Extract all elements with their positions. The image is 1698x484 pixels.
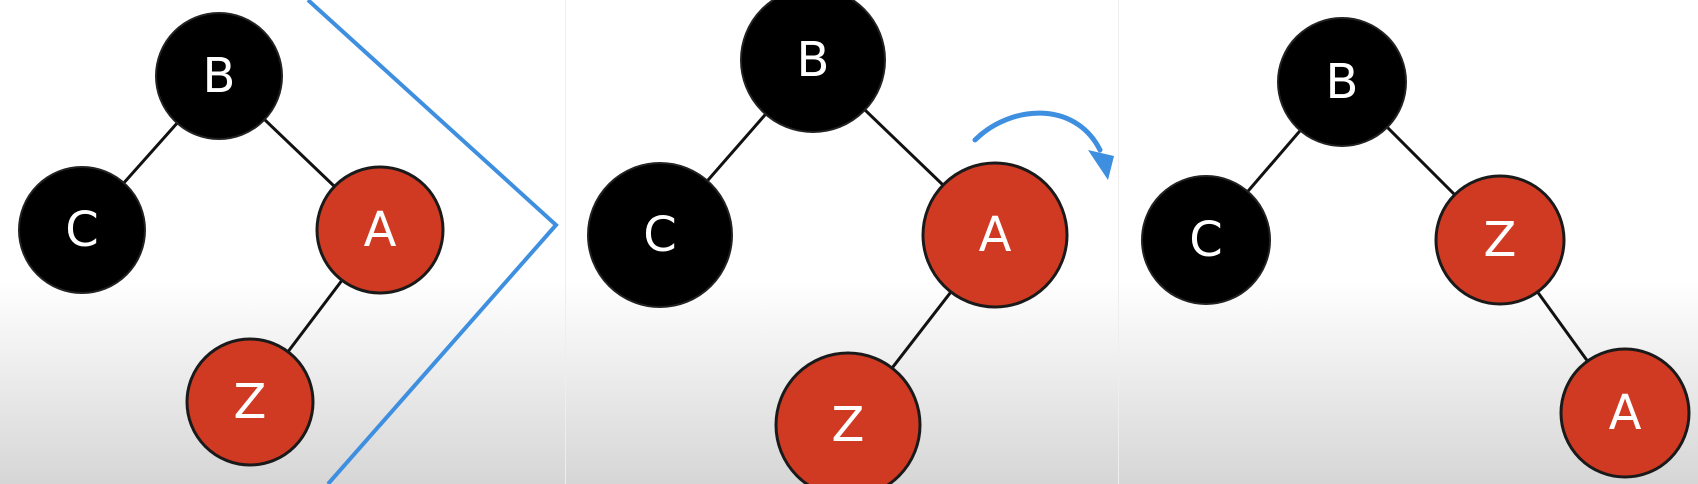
- tree-node-Z: Z: [1434, 174, 1566, 306]
- node-label: B: [203, 48, 236, 104]
- panel-3-tree: B C Z A: [1141, 17, 1691, 479]
- panel-divider: [1118, 0, 1119, 484]
- node-label: Z: [1484, 212, 1517, 268]
- panel-1-tree: B C A Z: [18, 12, 445, 467]
- panel-divider: [565, 0, 566, 484]
- node-label: C: [643, 207, 677, 263]
- node-label: B: [1326, 54, 1359, 110]
- tree-node-C: C: [1141, 175, 1271, 305]
- node-label: B: [797, 32, 830, 88]
- node-label: Z: [234, 374, 267, 430]
- tree-node-B: B: [1277, 17, 1407, 147]
- node-label: C: [1189, 212, 1223, 268]
- node-label: A: [364, 202, 397, 258]
- tree-node-Z: Z: [774, 351, 922, 484]
- node-label: Z: [832, 397, 865, 453]
- node-label: A: [979, 207, 1012, 263]
- tree-node-A: A: [315, 165, 445, 295]
- tree-node-C: C: [18, 166, 146, 294]
- tree-node-B: B: [740, 0, 886, 133]
- curved-arrow-icon: [972, 110, 1114, 180]
- tree-node-A: A: [921, 161, 1069, 309]
- chevron-right-icon: [306, 0, 559, 484]
- tree-node-Z: Z: [185, 337, 315, 467]
- node-label: A: [1609, 385, 1642, 441]
- tree-node-C: C: [587, 162, 733, 308]
- tree-node-A: A: [1559, 347, 1691, 479]
- tree-node-B: B: [155, 12, 283, 140]
- node-label: C: [65, 202, 99, 258]
- panel-2-tree: B C A Z: [587, 0, 1069, 484]
